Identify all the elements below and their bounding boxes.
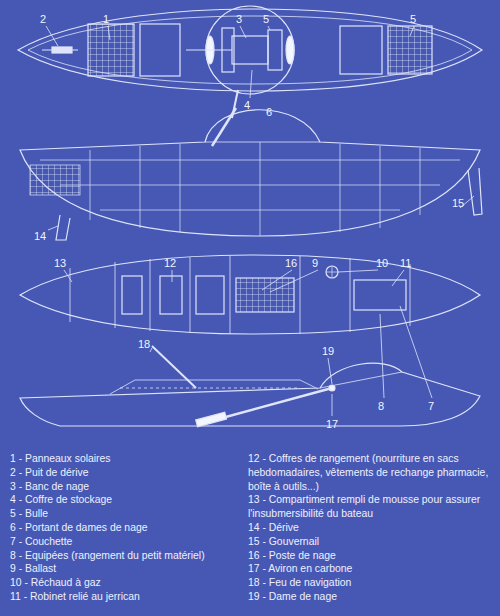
legend-entry: 8 - Equipées (rangement du petit matérie… — [10, 549, 242, 563]
callout-number: 3 — [236, 13, 242, 25]
navigation-light-mast — [152, 346, 196, 388]
legend-entry: 2 - Puit de dérive — [10, 466, 242, 480]
legend-entry: 17 - Aviron en carbone — [248, 562, 494, 576]
solar-panel — [88, 24, 134, 76]
callout-number: 14 — [34, 230, 46, 242]
rudder — [468, 168, 482, 215]
legend-entry: 15 - Gouvernail — [248, 535, 494, 549]
callout-number: 1 — [103, 13, 109, 25]
callout-number: 13 — [54, 257, 66, 269]
callout-number: 5 — [263, 13, 269, 25]
callout-number: 8 — [378, 400, 384, 412]
legend-entry: 13 - Compartiment rempli de mousse pour … — [248, 493, 494, 521]
callout-number: 7 — [428, 400, 434, 412]
callout-number: 2 — [40, 13, 46, 25]
rowing-seat — [232, 36, 268, 64]
callout-number: 4 — [244, 99, 250, 111]
callout-number: 17 — [326, 418, 338, 430]
legend-entry: 11 - Robinet relié au jerrican — [10, 590, 242, 604]
legend-entry: 7 - Couchette — [10, 535, 242, 549]
legend-entry: 14 - Dérive — [248, 521, 494, 535]
callout-number: 6 — [266, 106, 272, 118]
legend-entry: 19 - Dame de nage — [248, 590, 494, 604]
callout-number: 16 — [285, 257, 297, 269]
callout-number: 10 — [376, 257, 388, 269]
carbon-oar — [222, 388, 332, 418]
legend-column: 12 - Coffres de rangement (nourriture en… — [248, 452, 494, 604]
centreboard-well — [52, 47, 72, 53]
centreboard — [56, 215, 70, 240]
legend-entry: 16 - Poste de nage — [248, 549, 494, 563]
oarlock — [329, 385, 335, 391]
hull-side-view — [20, 110, 480, 236]
legend-entry: 18 - Feu de navigation — [248, 576, 494, 590]
legend-entry: 9 - Ballast — [10, 562, 242, 576]
callout-number: 19 — [322, 345, 334, 357]
ballast — [236, 278, 294, 312]
callout-number: 9 — [312, 257, 318, 269]
callout-number: 18 — [138, 338, 150, 350]
legend-entry: 1 - Panneaux solaires — [10, 452, 242, 466]
legend-entry: 4 - Coffre de stockage — [10, 493, 242, 507]
callout-number: 12 — [164, 257, 176, 269]
hull-deck-plan — [20, 255, 480, 334]
callout-number: 5 — [410, 13, 416, 25]
legend-entry: 6 - Portant de dames de nage — [10, 521, 242, 535]
hull-profile — [20, 363, 480, 426]
callout-number: 15 — [452, 197, 464, 209]
gas-stove — [326, 266, 338, 278]
hull-top-view — [18, 9, 482, 91]
solar-panel — [388, 26, 432, 74]
legend-entry: 10 - Réchaud à gaz — [10, 576, 242, 590]
legend-entry: 3 - Banc de nage — [10, 480, 242, 494]
callout-number: 11 — [400, 257, 411, 269]
legend-entry: 5 - Bulle — [10, 507, 242, 521]
legend-column: 1 - Panneaux solaires2 - Puit de dérive3… — [10, 452, 242, 604]
bunk — [354, 280, 406, 310]
legend-entry: 12 - Coffres de rangement (nourriture en… — [248, 452, 494, 493]
